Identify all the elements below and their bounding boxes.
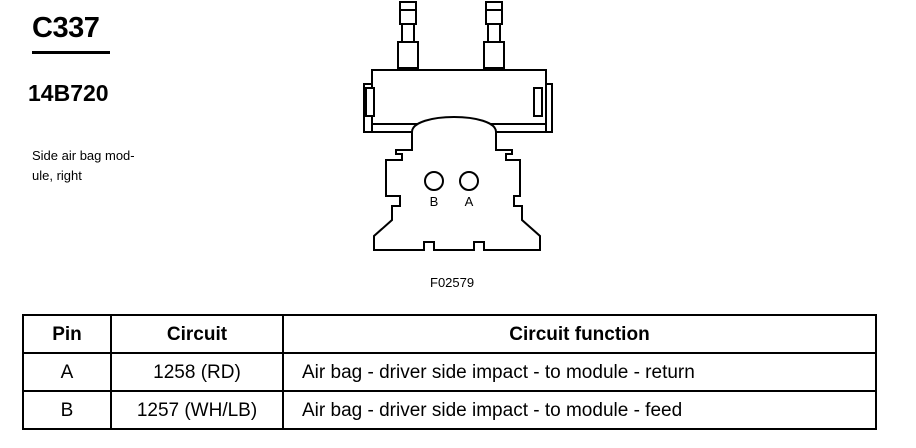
latch-left: [365, 87, 375, 117]
latch-right: [533, 87, 543, 117]
pin-cavity-a: [459, 171, 479, 191]
cell-circuit-function: Air bag - driver side impact - to module…: [282, 352, 877, 392]
header-pin: Pin: [22, 314, 112, 354]
description-line-2: ule, right: [32, 168, 82, 183]
connector-id: C337: [32, 12, 100, 44]
table-row: B 1257 (WH/LB) Air bag - driver side imp…: [22, 390, 877, 430]
table-header-row: Pin Circuit Circuit function: [22, 314, 877, 354]
pin-cavity-b: [424, 171, 444, 191]
cell-circuit: 1257 (WH/LB): [110, 390, 284, 430]
cell-circuit-function: Air bag - driver side impact - to module…: [282, 390, 877, 430]
cell-pin: A: [22, 352, 112, 392]
connector-body-top: [363, 69, 553, 133]
figure-id: F02579: [430, 275, 475, 290]
pin-label-a: A: [465, 194, 474, 209]
part-number: 14B720: [28, 80, 109, 106]
pin-table: Pin Circuit Circuit function A 1258 (RD)…: [22, 314, 877, 430]
connector-description: Side air bag mod- ule, right: [32, 146, 172, 186]
pin-label-b: B: [430, 194, 439, 209]
wire-right: [483, 1, 505, 69]
header-circuit: Circuit: [110, 314, 284, 354]
description-line-1: Side air bag mod-: [32, 148, 135, 163]
table-row: A 1258 (RD) Air bag - driver side impact…: [22, 352, 877, 392]
connector-face: [373, 116, 541, 251]
connector-id-underline: [32, 51, 110, 54]
cell-circuit: 1258 (RD): [110, 352, 284, 392]
wire-left: [397, 1, 419, 69]
header-circuit-function: Circuit function: [282, 314, 877, 354]
cell-pin: B: [22, 390, 112, 430]
